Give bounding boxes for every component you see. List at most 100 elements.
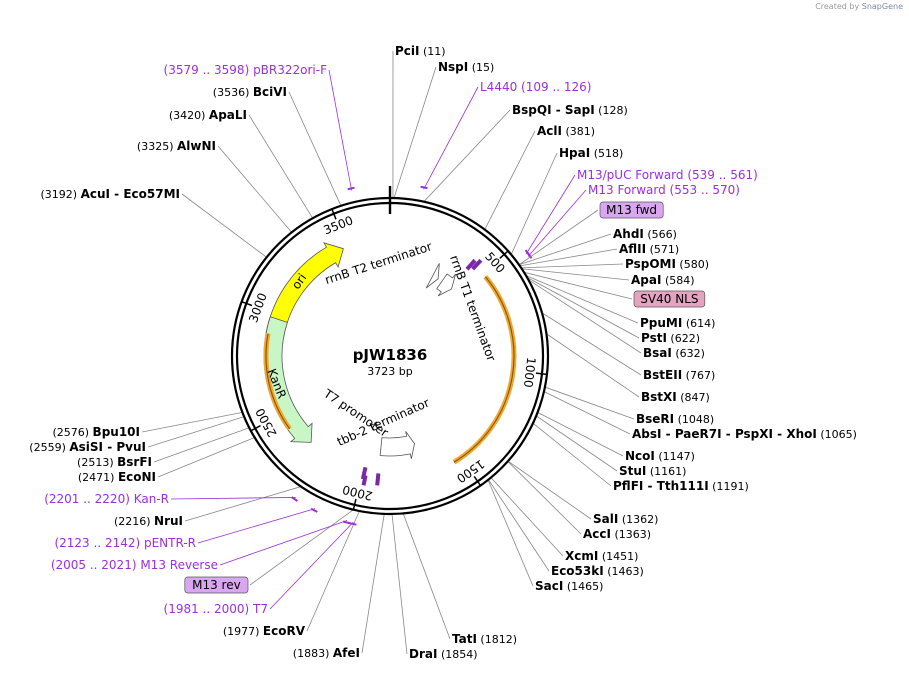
tick-mark-500 [499,250,509,259]
label-pos: (518) [590,147,623,160]
label-pos: (3536) [213,86,253,99]
label-text-ncoi: NcoI (1147) [625,449,695,463]
label-bpu10i: (2576) Bpu10I [52,425,140,439]
label-pos: (1854) [437,648,477,661]
connector-ncoi [537,412,624,457]
label-pos: (15) [468,61,494,74]
connector-bcivi [288,91,342,206]
label-apai: ApaI (584) [631,273,695,287]
label-absi-paer7i-pspxi-xhoi: AbsI - PaeR7I - PspXI - XhoI (1065) [632,427,857,441]
connector-bpu10i [141,411,243,433]
label-text-saci: SacI (1465) [535,579,603,593]
label-pos: (571) [646,243,679,256]
connector-m13-reverse [219,520,348,566]
tick-mark-3000 [241,301,253,307]
label-sep: - [110,187,123,201]
label-text-tati: TatI (1812) [452,632,517,646]
label-bcivi: (3536) BciVI [213,85,287,99]
label-ppumi: PpuMI (614) [640,316,715,330]
connector-sali [507,460,592,520]
label-name: AfeI [333,646,360,660]
label-pos: (2559) [29,441,69,454]
connector-absi-paer7i-pspxi-xhoi [543,391,631,435]
label-name: AhdI [613,227,644,241]
tick-mark-3500 [331,208,337,220]
label-name: BciVI [253,85,287,99]
label-name: PspXI [735,427,773,441]
connector-psti [526,276,640,339]
label-pos: (2123 .. 2142) [54,536,144,550]
label-box-m13-rev [184,576,249,594]
label-nspi: NspI (15) [438,60,494,74]
plasmid-center: pJW1836 3723 bp [353,346,428,378]
label-name: L4440 [480,80,517,94]
label-text-m13-forward: M13 Forward (553 .. 570) [588,183,740,197]
connector-pentr-r [197,508,316,544]
label-pos: (2471) [78,471,118,484]
label-nrui: (2216) NruI [114,514,183,528]
label-psti: PstI (622) [641,331,700,345]
label-text-asisi-pvui: (2559) AsiSI - PvuI [29,440,146,454]
label-sv40-nls: SV40 NLS [633,290,706,308]
label-eco53ki: Eco53kI (1463) [551,564,644,578]
feature-label-rrnb-t2-terminator: rrnB T2 terminator [323,239,434,287]
connector-m13-rev [249,509,354,586]
label-name: PaeR7I [675,427,722,441]
label-name: PciI [395,44,420,58]
connector-ahdi [518,233,612,266]
label-pos: (553 .. 570) [666,183,740,197]
label-text-econi: (2471) EcoNI [78,470,156,484]
label-sali: SalI (1362) [593,512,658,526]
label-asisi-pvui: (2559) AsiSI - PvuI [29,440,146,454]
feature-rrnb-t2-terminator [425,263,440,289]
label-pos: (1161) [646,465,686,478]
connector-pspomi [521,263,624,269]
connector-aflii [519,248,618,267]
tick-mark-2500 [250,424,261,432]
label-text-acui-eco57mi: (3192) AcuI - Eco57MI [40,187,180,201]
label-text-ppumi: PpuMI (614) [640,316,715,330]
label-box-sv40-nls [633,290,706,308]
tick-mark-1500 [473,476,482,486]
connector-bsteii [541,312,642,376]
misc-feature-mark-3 [360,466,368,480]
connector-pflfi-tth111i [532,422,612,487]
label-pos: (2201 .. 2220) [44,492,134,506]
connector-acci [507,461,582,535]
plasmid-name: pJW1836 [353,346,428,364]
label-text-nrui: (2216) NruI [114,514,183,528]
feature-arrows [263,242,517,486]
label-sep: - [552,103,565,117]
label-text-psti: PstI (622) [641,331,700,345]
label-name: pBR322ori-F [253,63,327,77]
label-m13-forward: M13 Forward (553 .. 570) [588,183,740,197]
label-text-drai: DraI (1854) [409,647,478,661]
label-sep: - [661,427,674,441]
label-text-xcmi: XcmI (1451) [565,549,638,563]
label-pos: (1362) [618,513,658,526]
label-pos: (847) [677,391,710,404]
feature-ori [265,242,344,337]
feature-rrnb-t1-terminator [436,273,457,297]
label-hpai: HpaI (518) [559,146,623,160]
label-bsteii: BstEII (767) [643,368,715,382]
label-stui: StuI (1161) [619,464,686,478]
label-ecorv: (1977) EcoRV [223,624,306,638]
label-name: SalI [593,512,618,526]
label-text-alwni: (3325) AlwNI [137,139,216,153]
plasmid-length: 3723 bp [367,365,412,378]
label-name: DraI [409,647,437,661]
label-xcmi: XcmI (1451) [565,549,638,563]
connector-acui-eco57mi [181,193,267,258]
label-name: Eco53kI [551,564,604,578]
label-bsrfi: (2513) BsrFI [77,455,152,469]
label-pos: (128) [595,104,628,117]
label-tati: TatI (1812) [452,632,517,646]
label-text-acli: AclI (381) [537,124,595,138]
label-sep: - [773,427,786,441]
label-text-m13-reverse: (2005 .. 2021) M13 Reverse [51,558,218,572]
label-text-pentr-r: (2123 .. 2142) pENTR-R [54,536,196,550]
label-name: AlwNI [177,139,216,153]
label-text-m13-puc-forward: M13/pUC Forward (539 .. 561) [577,168,758,182]
label-text-stui: StuI (1161) [619,464,686,478]
